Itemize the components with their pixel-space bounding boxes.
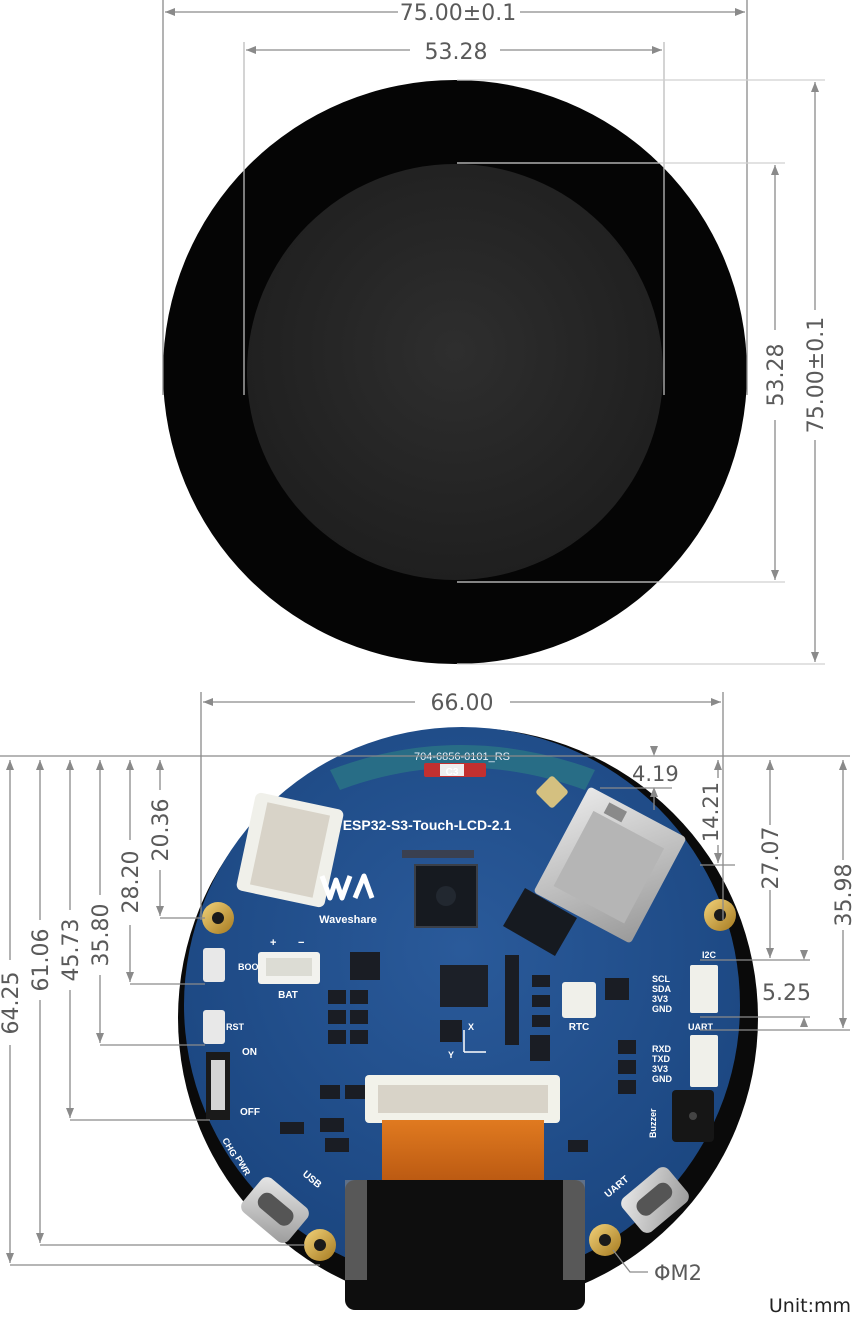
dim-outer-height-label: 75.00±0.1 — [804, 317, 829, 433]
dim-left-stack — [6, 760, 320, 1266]
txd-label: TXD — [652, 1054, 671, 1064]
dim-board-width-label: 66.00 — [431, 691, 494, 716]
x-axis-label: X — [468, 1022, 474, 1032]
rst-button — [203, 1010, 225, 1044]
mount-hole-bottom-left — [304, 1229, 336, 1261]
svg-text:−: − — [298, 937, 304, 949]
ic-small-1 — [440, 965, 488, 1007]
flex-cable — [382, 1120, 544, 1190]
i2c-gnd-label: GND — [652, 1004, 673, 1014]
dim-outer-width-label: 75.00±0.1 — [400, 1, 516, 26]
hole-leader-line — [612, 1249, 648, 1273]
bottom-view: 704-6856-0101_RS C3 ESP32-S3-Touch-LCD-2… — [0, 691, 856, 1310]
sd-card-slot — [534, 787, 686, 943]
waveshare-logo: Waveshare — [319, 873, 377, 926]
dim-28-20-label: 28.20 — [119, 851, 144, 914]
i2c-3v3-label: 3V3 — [652, 994, 668, 1004]
dim-45-73-label: 45.73 — [59, 919, 84, 982]
on-label: ON — [242, 1047, 257, 1058]
ic-small-3 — [350, 952, 380, 980]
sda-label: SDA — [652, 984, 672, 994]
dim-20-36-label: 20.36 — [149, 799, 174, 862]
dim-outer-height — [457, 79, 825, 665]
dim-64-25-label: 64.25 — [0, 972, 24, 1035]
dim-35-98-label: 35.98 — [832, 864, 856, 927]
rtc-label: RTC — [569, 1022, 590, 1033]
hole-label: ΦM2 — [654, 1261, 702, 1285]
boot-button — [203, 948, 225, 982]
display-active-area — [247, 164, 663, 580]
dim-inner-width-label: 53.28 — [425, 40, 488, 65]
dim-inner-width — [243, 42, 665, 395]
off-label: OFF — [240, 1107, 260, 1118]
svg-text:+: + — [270, 937, 276, 949]
display-connector-bracket — [345, 1180, 585, 1310]
uart-label: UART — [688, 1022, 713, 1032]
dim-27-07-label: 27.07 — [759, 827, 784, 890]
rtc-connector — [562, 982, 596, 1018]
ic-small-5 — [605, 978, 629, 1000]
dim-inner-height — [457, 162, 785, 583]
mount-hole-top-left — [202, 902, 234, 934]
dim-14-21-label: 14.21 — [699, 782, 723, 842]
dim-inner-height-label: 53.28 — [764, 344, 789, 407]
axis-marker — [463, 1030, 486, 1053]
uart-3v3-label: 3V3 — [652, 1064, 668, 1074]
ic-small-6 — [440, 1020, 462, 1042]
ic-small-4 — [530, 1035, 550, 1061]
scl-label: SCL — [652, 974, 671, 984]
ic-small-2 — [503, 887, 577, 957]
c3-label: C3 — [446, 767, 459, 778]
dim-4-19-label: 4.19 — [632, 762, 679, 786]
mount-hole-top-right — [704, 899, 736, 931]
dim-outer-width — [162, 0, 748, 395]
dim-35-80-label: 35.80 — [89, 904, 114, 967]
usb-c-port-right — [621, 1167, 689, 1233]
buzzer-label: Buzzer — [648, 1108, 658, 1138]
uart-gnd-label: GND — [652, 1074, 673, 1084]
passive-components — [280, 850, 636, 1152]
brand-label: Waveshare — [319, 914, 377, 926]
y-axis-label: Y — [448, 1050, 454, 1060]
boot-label: BOOT — [238, 962, 265, 972]
i2c-header — [690, 965, 718, 1013]
part-number: 704-6856-0101_RS — [414, 751, 510, 763]
usb-c-port-left — [241, 1177, 309, 1243]
product-name: ESP32-S3-Touch-LCD-2.1 — [343, 817, 512, 833]
unit-label: Unit:mm — [769, 1295, 851, 1317]
uart-header — [690, 1035, 718, 1087]
rxd-label: RXD — [652, 1044, 672, 1054]
i2c-label: I2C — [702, 950, 717, 960]
mount-hole-bottom-right — [589, 1224, 621, 1256]
dim-5-25-label: 5.25 — [762, 981, 811, 1006]
rst-label: RST — [226, 1022, 245, 1032]
bat-label: BAT — [278, 990, 298, 1001]
antenna-connector — [536, 776, 568, 808]
top-view: 75.00±0.1 53.28 53.28 — [162, 0, 829, 665]
dim-right-stack — [600, 746, 850, 1031]
dim-board-width — [200, 692, 724, 920]
dim-61-06-label: 61.06 — [29, 929, 54, 992]
